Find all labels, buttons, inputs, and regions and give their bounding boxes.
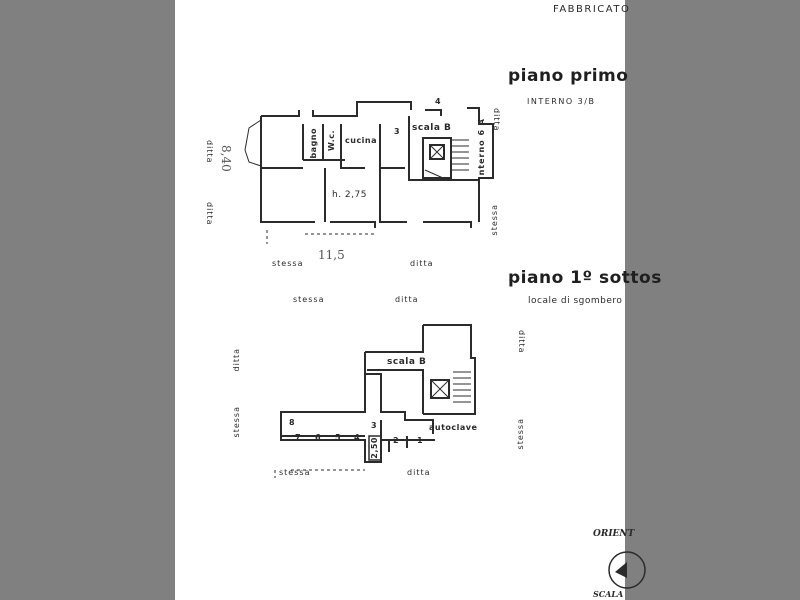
scale-label: SCALA	[593, 589, 624, 599]
dimension-250: 2,50	[370, 437, 379, 459]
cellar-7: 7	[295, 433, 302, 442]
orient-label: ORIENT	[593, 529, 635, 539]
cellar-1: 1	[417, 436, 424, 445]
number-4: 4	[435, 97, 442, 106]
neighbor-stessa-bottom: stessa	[272, 259, 304, 268]
neighbor-stessa-left-lower: stessa	[232, 406, 241, 438]
neighbor-ditta-left2: ditta	[205, 202, 214, 226]
neighbor-stessa-top: stessa	[293, 295, 325, 304]
cellar-5: 5	[335, 433, 342, 442]
cellar-6: 6	[315, 433, 322, 442]
floor1-dashed	[266, 230, 375, 244]
handwriting-2: 11,5	[318, 248, 345, 262]
floor1-elevator-cross	[429, 144, 445, 160]
floor1-stair-steps	[424, 139, 469, 179]
floor1-elevator	[429, 144, 445, 160]
neighbor-ditta-right-lower: ditta	[517, 330, 526, 354]
cellar-2: 2	[393, 436, 400, 445]
neighbor-ditta-top: ditta	[395, 295, 419, 304]
room-scala-b: scala B	[412, 123, 452, 133]
floor2-title: piano 1º sottos	[508, 268, 662, 288]
handwriting-1: 8,40	[219, 145, 233, 172]
neighbor-ditta-left-lower: ditta	[232, 348, 241, 372]
floor1-unit: INTERNO 3/B	[527, 97, 596, 106]
floor2-interior-walls	[281, 369, 424, 452]
number-3: 3	[394, 127, 401, 136]
neighbor-stessa-bottom-lower: stessa	[279, 468, 311, 477]
neighbor-ditta-left: ditta	[205, 140, 214, 164]
floor2-cellar-small	[368, 435, 382, 461]
compass-circle	[608, 551, 646, 589]
room-bagno: bagno	[309, 128, 318, 159]
cellar-4: 4	[354, 433, 361, 442]
floor2-stair-steps	[453, 371, 471, 403]
height-label: h. 2,75	[332, 190, 367, 200]
floor-plans-drawing	[244, 101, 646, 589]
building-label: FABBRICATO	[553, 4, 631, 15]
floor2-elevator-cross	[430, 379, 450, 399]
neighbor-ditta-bottom: ditta	[410, 259, 434, 268]
cellar-8: 8	[289, 418, 296, 427]
floor1-top-wall	[261, 101, 442, 117]
floor2-outer-wall	[280, 324, 476, 463]
floor1-title: piano primo	[508, 66, 629, 86]
neighbor-stessa-right-lower: stessa	[516, 418, 525, 450]
floor-plan-sheet: FABBRICATO piano primo INTERNO 3/B	[175, 0, 661, 600]
room-scala-b-lower: scala B	[387, 357, 427, 367]
room-cucina: cucina	[345, 136, 378, 145]
room-autoclave: autoclave	[429, 423, 478, 432]
neighbor-stessa-right: stessa	[490, 204, 499, 236]
cellar-3: 3	[371, 421, 378, 430]
neighbor-ditta-right: ditta	[492, 108, 501, 132]
floor2-elevator	[430, 379, 450, 399]
floor1-interior-walls	[261, 116, 479, 223]
room-wc: W.c.	[327, 130, 336, 151]
floor1-bay-window	[244, 119, 262, 167]
floor2-dashed	[274, 469, 365, 478]
compass-arrow	[615, 562, 627, 578]
floor2-subtitle: locale di sgombero	[528, 296, 623, 306]
interno-6a: interno 6 A	[477, 118, 486, 180]
neighbor-ditta-bottom-lower: ditta	[407, 468, 431, 477]
